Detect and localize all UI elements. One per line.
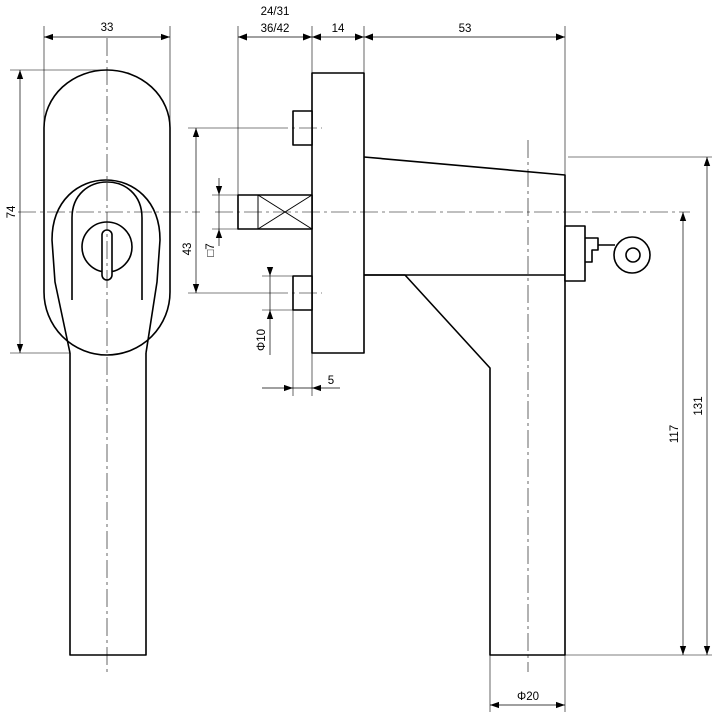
- dim-height-axis: 117: [669, 425, 681, 443]
- dim-height-total: 131: [693, 396, 705, 415]
- dim-spindle-square: □7: [205, 243, 217, 256]
- dimension-labels: 33 24/31 36/42 14 53 74 43 □7 Φ10 5 117 …: [6, 6, 705, 703]
- dim-screw-offset: 5: [328, 375, 334, 387]
- side-handle-body: [363, 156, 566, 276]
- side-lever: [364, 274, 566, 656]
- dimensions: [10, 26, 712, 712]
- dim-handle-reach: 53: [459, 23, 472, 35]
- dim-screw-diameter: Φ10: [256, 329, 268, 351]
- front-rosette-outline: [43, 69, 171, 356]
- front-grip: [69, 353, 147, 656]
- front-view: [18, 38, 200, 676]
- side-view: [215, 72, 690, 672]
- dim-grip-diameter: Φ20: [517, 691, 539, 703]
- dim-spindle-upper: 24/31: [261, 6, 290, 18]
- dim-spindle-lower: 36/42: [261, 23, 290, 35]
- dim-base-depth: 14: [332, 23, 345, 35]
- dim-screw-spacing: 43: [182, 243, 194, 256]
- key-icon: [585, 236, 651, 274]
- dim-width-front: 33: [101, 22, 114, 34]
- dim-height-rosette: 74: [6, 205, 18, 218]
- side-lock-cylinder: [564, 225, 586, 282]
- front-handle-neck: [51, 179, 161, 354]
- side-base-plate: [311, 72, 365, 354]
- front-handle-inner: [71, 181, 143, 300]
